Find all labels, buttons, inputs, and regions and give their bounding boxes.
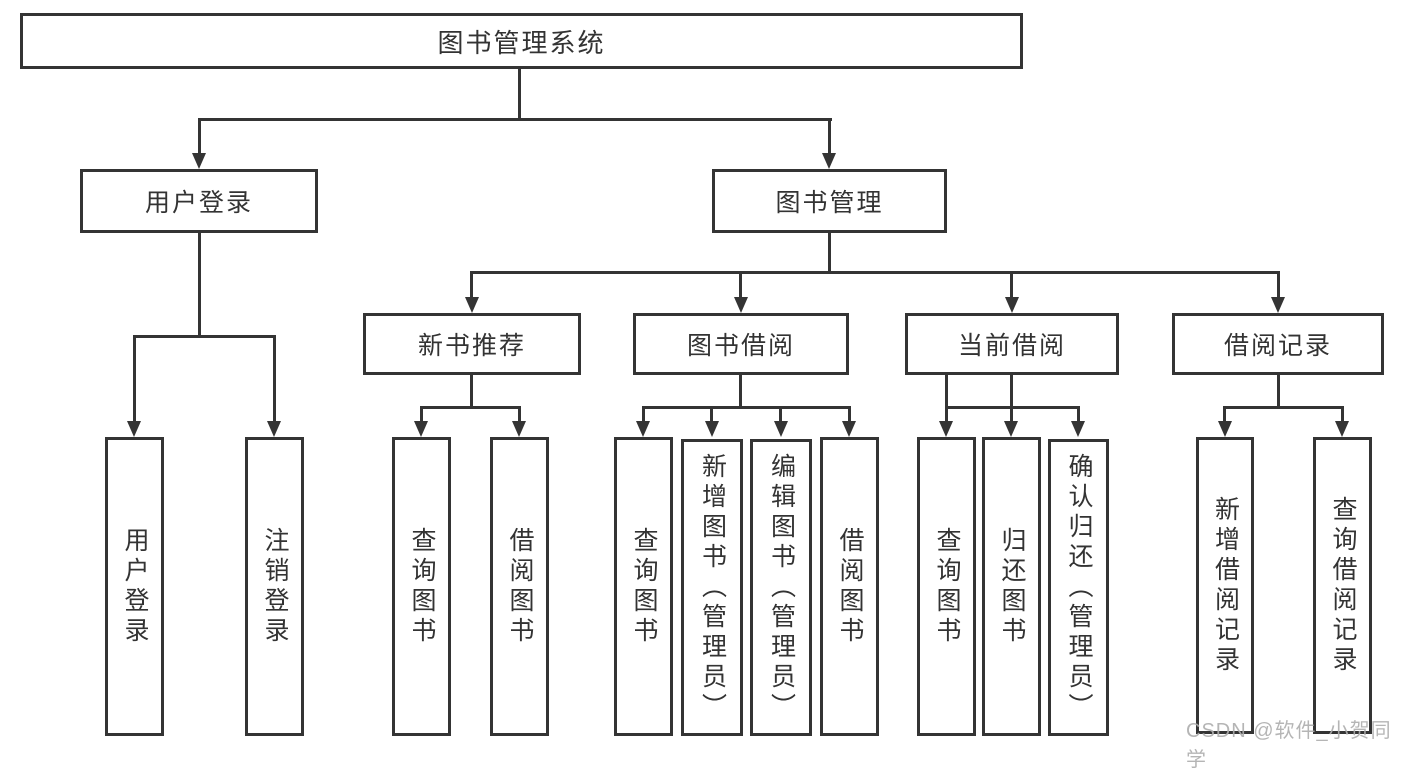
csdn-watermark: CSDN @软件_小贺同学	[1186, 720, 1392, 771]
connector-vline	[470, 271, 473, 299]
node-label: 图书管理系统	[437, 27, 606, 58]
arrowhead	[1071, 421, 1085, 437]
connector-vline	[1277, 375, 1280, 409]
arrowhead	[822, 153, 836, 169]
connector-vline	[1010, 271, 1013, 299]
leaf-query-books-recommend: 查询图书	[392, 437, 451, 736]
arrowhead	[414, 421, 428, 437]
leaf-label: 编辑图书（管理员）	[767, 452, 796, 723]
leaf-label: 查询图书	[408, 526, 436, 647]
leaf-label: 新增图书（管理员）	[698, 452, 727, 723]
arrowhead	[774, 421, 788, 437]
leaf-add-books-admin: 新增图书（管理员）	[681, 439, 743, 736]
leaf-label: 借阅图书	[506, 526, 534, 647]
node-book-borrowing: 图书借阅	[633, 313, 849, 375]
leaf-logout: 注销登录	[245, 437, 304, 736]
connector-vline	[828, 118, 831, 155]
leaf-label: 新增借阅记录	[1211, 495, 1240, 676]
leaf-label: 查询借阅记录	[1329, 495, 1357, 676]
connector-hline	[420, 406, 521, 409]
connector-vline	[710, 406, 713, 423]
arrowhead	[1271, 297, 1285, 313]
connector-vline	[518, 406, 521, 423]
node-book-management: 图书管理	[712, 169, 947, 233]
connector-hline	[470, 271, 1280, 274]
leaf-query-books-current: 查询图书	[917, 437, 976, 736]
diagram-canvas: 图书管理系统 用户登录 图书管理 新书推荐 图书借阅 当前借阅 借阅记录	[20, 13, 1391, 771]
connector-vline	[420, 406, 423, 423]
arrowhead	[705, 421, 719, 437]
connector-vline	[198, 233, 201, 338]
leaf-edit-books-admin: 编辑图书（管理员）	[750, 439, 812, 736]
connector-vline	[945, 406, 948, 423]
node-label: 用户登录	[144, 189, 253, 217]
connector-vline	[1010, 406, 1013, 423]
node-label: 当前借阅	[957, 332, 1066, 360]
connector-vline	[828, 233, 831, 273]
node-new-book-recommend: 新书推荐	[363, 313, 581, 375]
leaf-query-borrow-record: 查询借阅记录	[1313, 437, 1372, 734]
leaf-borrow-books-borrowing: 借阅图书	[820, 437, 879, 736]
leaf-query-books-borrowing: 查询图书	[614, 437, 673, 736]
connector-vline	[945, 375, 948, 409]
connector-vline	[470, 375, 473, 409]
connector-vline	[848, 406, 851, 423]
arrowhead	[1335, 421, 1349, 437]
connector-vline	[1010, 375, 1013, 409]
connector-vline	[739, 271, 742, 299]
arrowhead	[512, 421, 526, 437]
connector-vline	[1077, 406, 1080, 423]
connector-vline	[518, 69, 521, 119]
arrowhead	[842, 421, 856, 437]
leaf-label: 确认归还（管理员）	[1065, 452, 1093, 723]
leaf-label: 借阅图书	[836, 526, 864, 647]
node-library-management-system: 图书管理系统	[20, 13, 1023, 69]
arrowhead	[127, 421, 141, 437]
node-label: 图书借阅	[686, 332, 795, 360]
node-label: 图书管理	[775, 189, 884, 217]
leaf-label: 归还图书	[998, 526, 1026, 647]
leaf-label: 注销登录	[261, 526, 289, 647]
leaf-label: 用户登录	[121, 526, 149, 647]
arrowhead	[465, 297, 479, 313]
connector-vline	[273, 335, 276, 423]
arrowhead	[1218, 421, 1232, 437]
connector-vline	[1277, 271, 1280, 299]
connector-vline	[779, 406, 782, 423]
node-label: 借阅记录	[1223, 332, 1332, 360]
connector-vline	[133, 335, 136, 423]
arrowhead	[1005, 297, 1019, 313]
node-borrowing-records: 借阅记录	[1172, 313, 1384, 375]
arrowhead	[939, 421, 953, 437]
leaf-confirm-return-admin: 确认归还（管理员）	[1048, 439, 1109, 736]
arrowhead	[636, 421, 650, 437]
node-current-borrowing: 当前借阅	[905, 313, 1119, 375]
leaf-user-login: 用户登录	[105, 437, 164, 736]
leaf-label: 查询图书	[933, 526, 961, 647]
leaf-add-borrow-record: 新增借阅记录	[1196, 437, 1254, 734]
arrowhead	[734, 297, 748, 313]
leaf-label: 查询图书	[630, 526, 658, 647]
connector-hline	[198, 118, 832, 121]
connector-vline	[739, 375, 742, 409]
connector-hline	[1223, 406, 1344, 409]
arrowhead	[267, 421, 281, 437]
connector-vline	[1223, 406, 1226, 423]
connector-vline	[642, 406, 645, 423]
connector-vline	[198, 118, 201, 155]
arrowhead	[1004, 421, 1018, 437]
arrowhead	[192, 153, 206, 169]
leaf-return-books: 归还图书	[982, 437, 1041, 736]
leaf-borrow-books-recommend: 借阅图书	[490, 437, 549, 736]
node-label: 新书推荐	[417, 332, 526, 360]
connector-vline	[1341, 406, 1344, 423]
node-user-login-branch: 用户登录	[80, 169, 318, 233]
connector-hline	[133, 335, 276, 338]
connector-hline	[642, 406, 851, 409]
